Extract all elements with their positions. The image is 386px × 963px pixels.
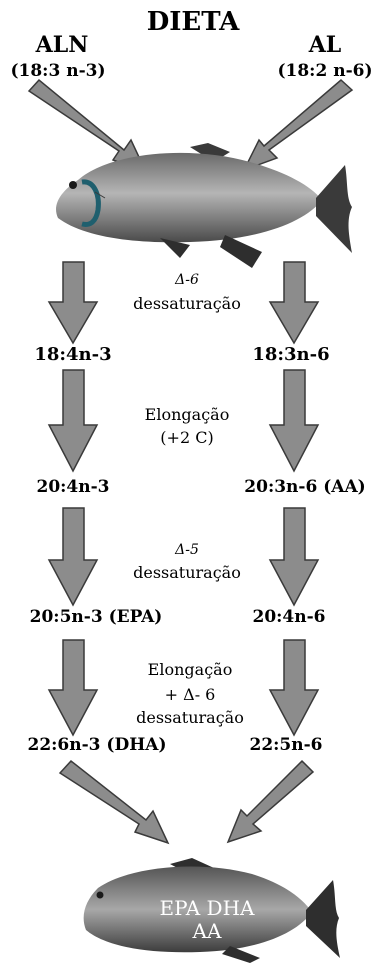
arrow-left-diag-top (27, 78, 148, 174)
arrow-right-diag-top (242, 78, 354, 172)
arrow-right-diag-bottom (226, 759, 315, 844)
n3-item-1: 18:4n-3 (34, 344, 111, 365)
source-left-name: ALN (35, 32, 89, 58)
step1-line2: dessaturação (133, 294, 241, 313)
n6-item-4: 22:5n-6 (249, 735, 322, 755)
step2-line2: (+2 C) (160, 428, 213, 447)
step2-line1: Elongação (145, 405, 230, 424)
n3-item-2: 20:4n-3 (36, 477, 109, 497)
arrow-n6-2 (268, 369, 320, 473)
diagram-title: DIETA (147, 7, 240, 37)
n6-item-1: 18:3n-6 (252, 344, 329, 365)
arrow-n3-3 (47, 507, 99, 607)
n6-item-2: 20:3n-6 (AA) (244, 477, 365, 497)
n3-item-4: 22:6n-3 (DHA) (27, 735, 166, 755)
fish-icon (56, 143, 352, 268)
fish-label-line1: EPA DHA (160, 896, 255, 920)
arrow-n3-2 (47, 369, 99, 473)
arrow-n3-4 (47, 639, 99, 737)
source-right-formula: (18:2 n-6) (277, 61, 372, 81)
fish-label-line2: AA (192, 919, 222, 943)
step4-line3: dessaturação (136, 708, 244, 727)
step4-line2: + Δ- 6 (165, 685, 216, 704)
arrow-n6-1 (268, 261, 320, 345)
source-left-formula: (18:3 n-3) (10, 61, 105, 81)
source-right-name: AL (308, 32, 342, 58)
arrow-n6-3 (268, 507, 320, 607)
arrow-n3-1 (47, 261, 99, 345)
step1-line1: Δ-6 (174, 272, 199, 288)
arrow-left-diag-bottom (58, 759, 170, 845)
arrow-n6-4 (268, 639, 320, 737)
fish-icon (83, 858, 340, 963)
step4-line1: Elongação (148, 660, 233, 679)
step3-line1: Δ-5 (174, 542, 199, 558)
n3-item-3: 20:5n-3 (EPA) (30, 607, 163, 627)
n6-item-3: 20:4n-6 (252, 607, 325, 627)
step3-line2: dessaturação (133, 563, 241, 582)
